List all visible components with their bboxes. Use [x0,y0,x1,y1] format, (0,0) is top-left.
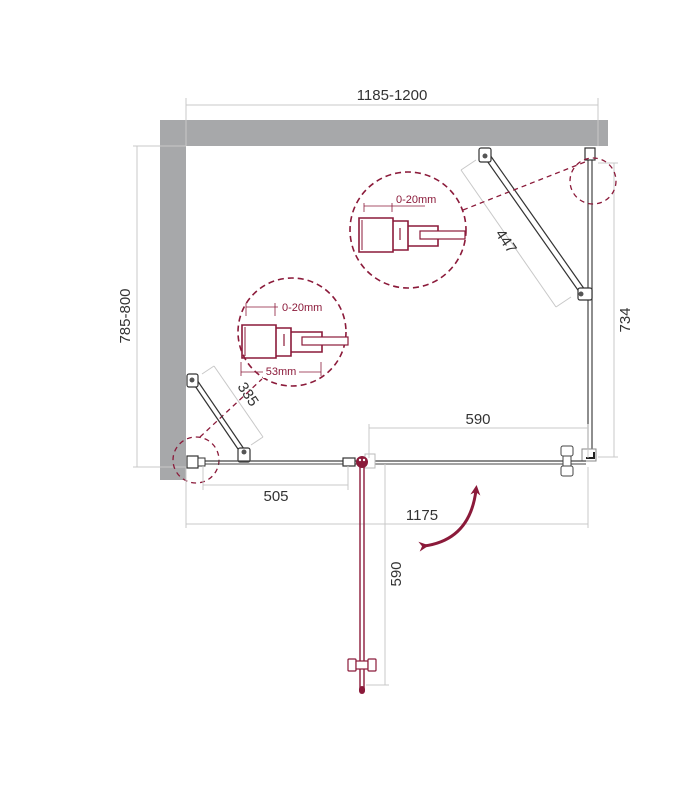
wall-profile-icon [584,147,596,161]
dimension-label-335: 335 [234,379,262,409]
glass-bracket-icon [237,447,251,463]
dimension-left-height: 785-800 [117,145,186,468]
support-bar-left: 335 [186,365,264,463]
corner-connector-icon [586,452,595,459]
wall-profile-icon [186,455,199,469]
front-panel [186,445,586,477]
dimension-label-590-side: 590 [388,561,405,586]
dimension-bottom-fixed: 505 [202,466,349,505]
glass-bracket-icon [577,287,593,301]
detail-right-adjust-label: 0-20mm [396,194,436,206]
dimension-bottom-total: 1175 [185,467,589,528]
dimension-label-590-top: 590 [465,411,490,428]
top-wall [160,120,608,146]
dimension-door-swing: 590 [366,464,405,686]
door-handle-icon [347,658,377,672]
detail-left-adjust-label: 0-20mm [282,302,322,314]
glass-profile-icon [419,230,466,240]
dimension-label-top: 1185-1200 [357,87,428,104]
dimension-label-left: 785-800 [117,288,134,343]
dimension-label-447: 447 [492,226,520,256]
dimension-top-width: 1185-1200 [185,87,599,146]
dimension-label-505: 505 [263,488,288,505]
swing-door [347,456,377,694]
dimension-right-side: 734 [598,162,634,458]
left-wall [160,120,186,480]
right-panel [581,147,597,462]
dimension-label-1175: 1175 [406,507,438,524]
hinge-icon [356,456,368,468]
detail-right: 0-20mm [349,157,617,289]
glass-profile-icon [301,336,349,346]
detail-left-width-label: 53mm [266,366,297,378]
double-arrow-icon [418,485,481,552]
dimension-label-734: 734 [617,307,634,332]
walls [160,120,608,480]
detail-left: 0-20mm 53mm [172,277,349,484]
door-handle-icon [560,445,574,477]
dimension-door-opening: 590 [368,411,589,458]
